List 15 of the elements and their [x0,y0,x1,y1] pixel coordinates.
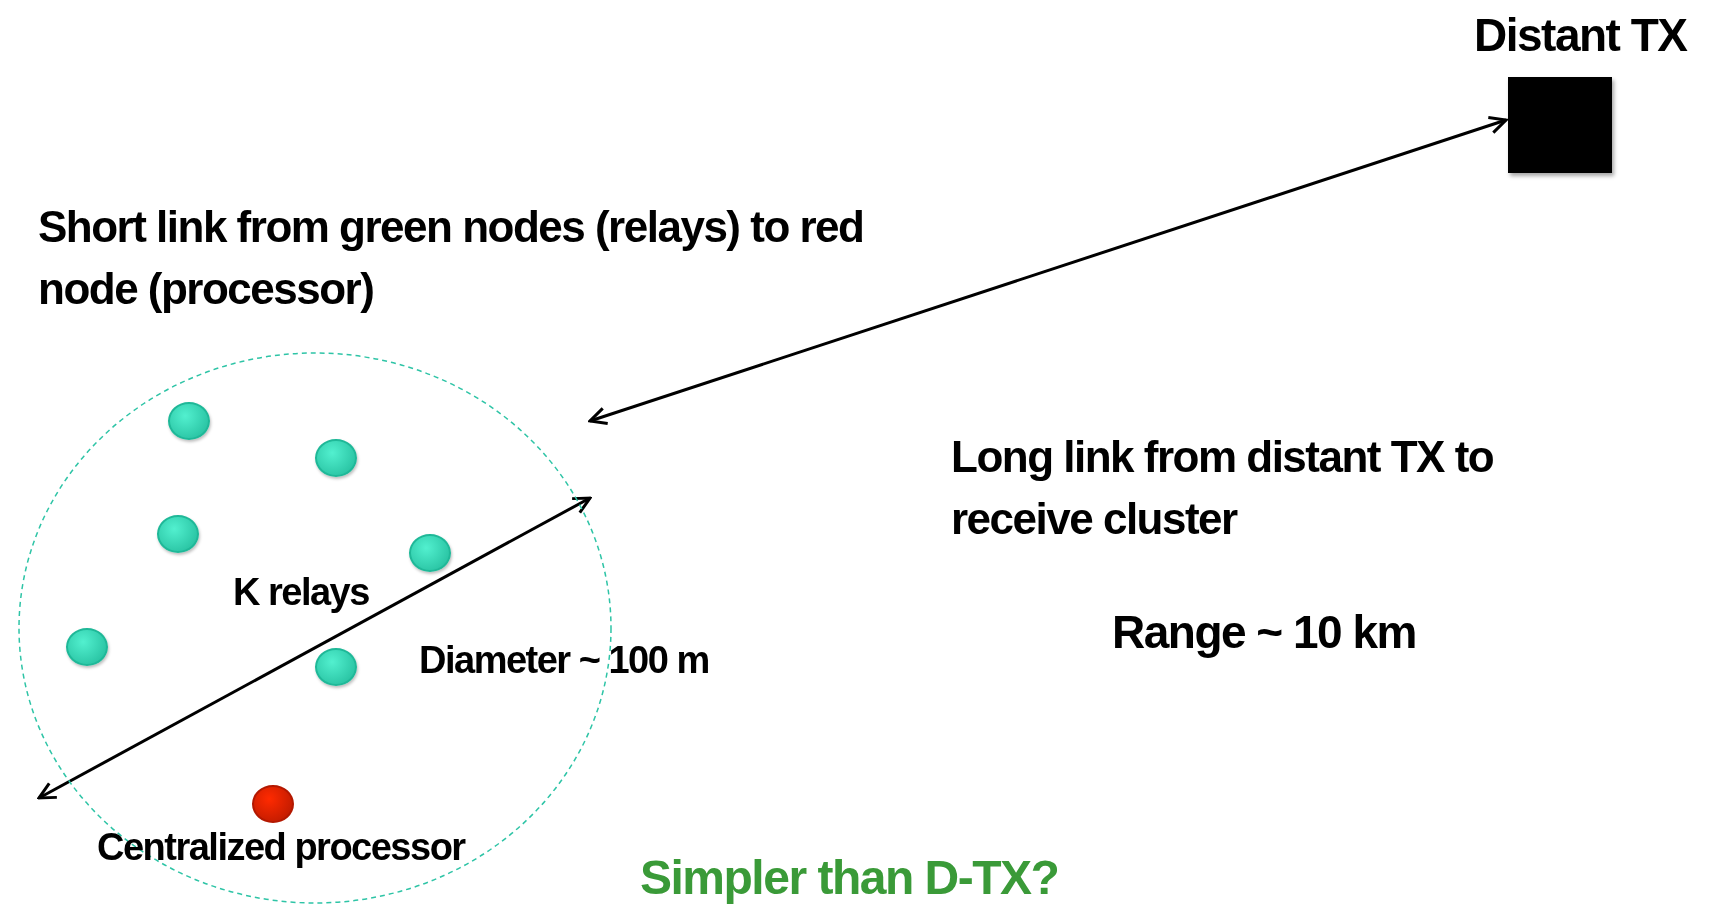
relay-dot [315,439,357,477]
node-label: Distant TX [1474,8,1687,63]
annotation-text: Short link from green nodes (relays) to red node (processor) [38,201,865,315]
arrow [588,115,1508,426]
node-label: Centralized processor [97,825,465,870]
relay-dot [409,534,451,572]
relay-dot [157,515,199,553]
question-text: Simpler than D-TX? [640,850,1059,906]
relay-dot [168,402,210,440]
relay-dot [66,628,108,666]
annotation-text: Range ~ 10 km [1112,605,1416,660]
annotation-text: K relays [233,570,369,615]
dimension-label: Diameter ~ 100 m [419,638,709,683]
relay-dot [315,648,357,686]
annotation-text: Long link from distant TX to receive cluster [951,431,1495,545]
